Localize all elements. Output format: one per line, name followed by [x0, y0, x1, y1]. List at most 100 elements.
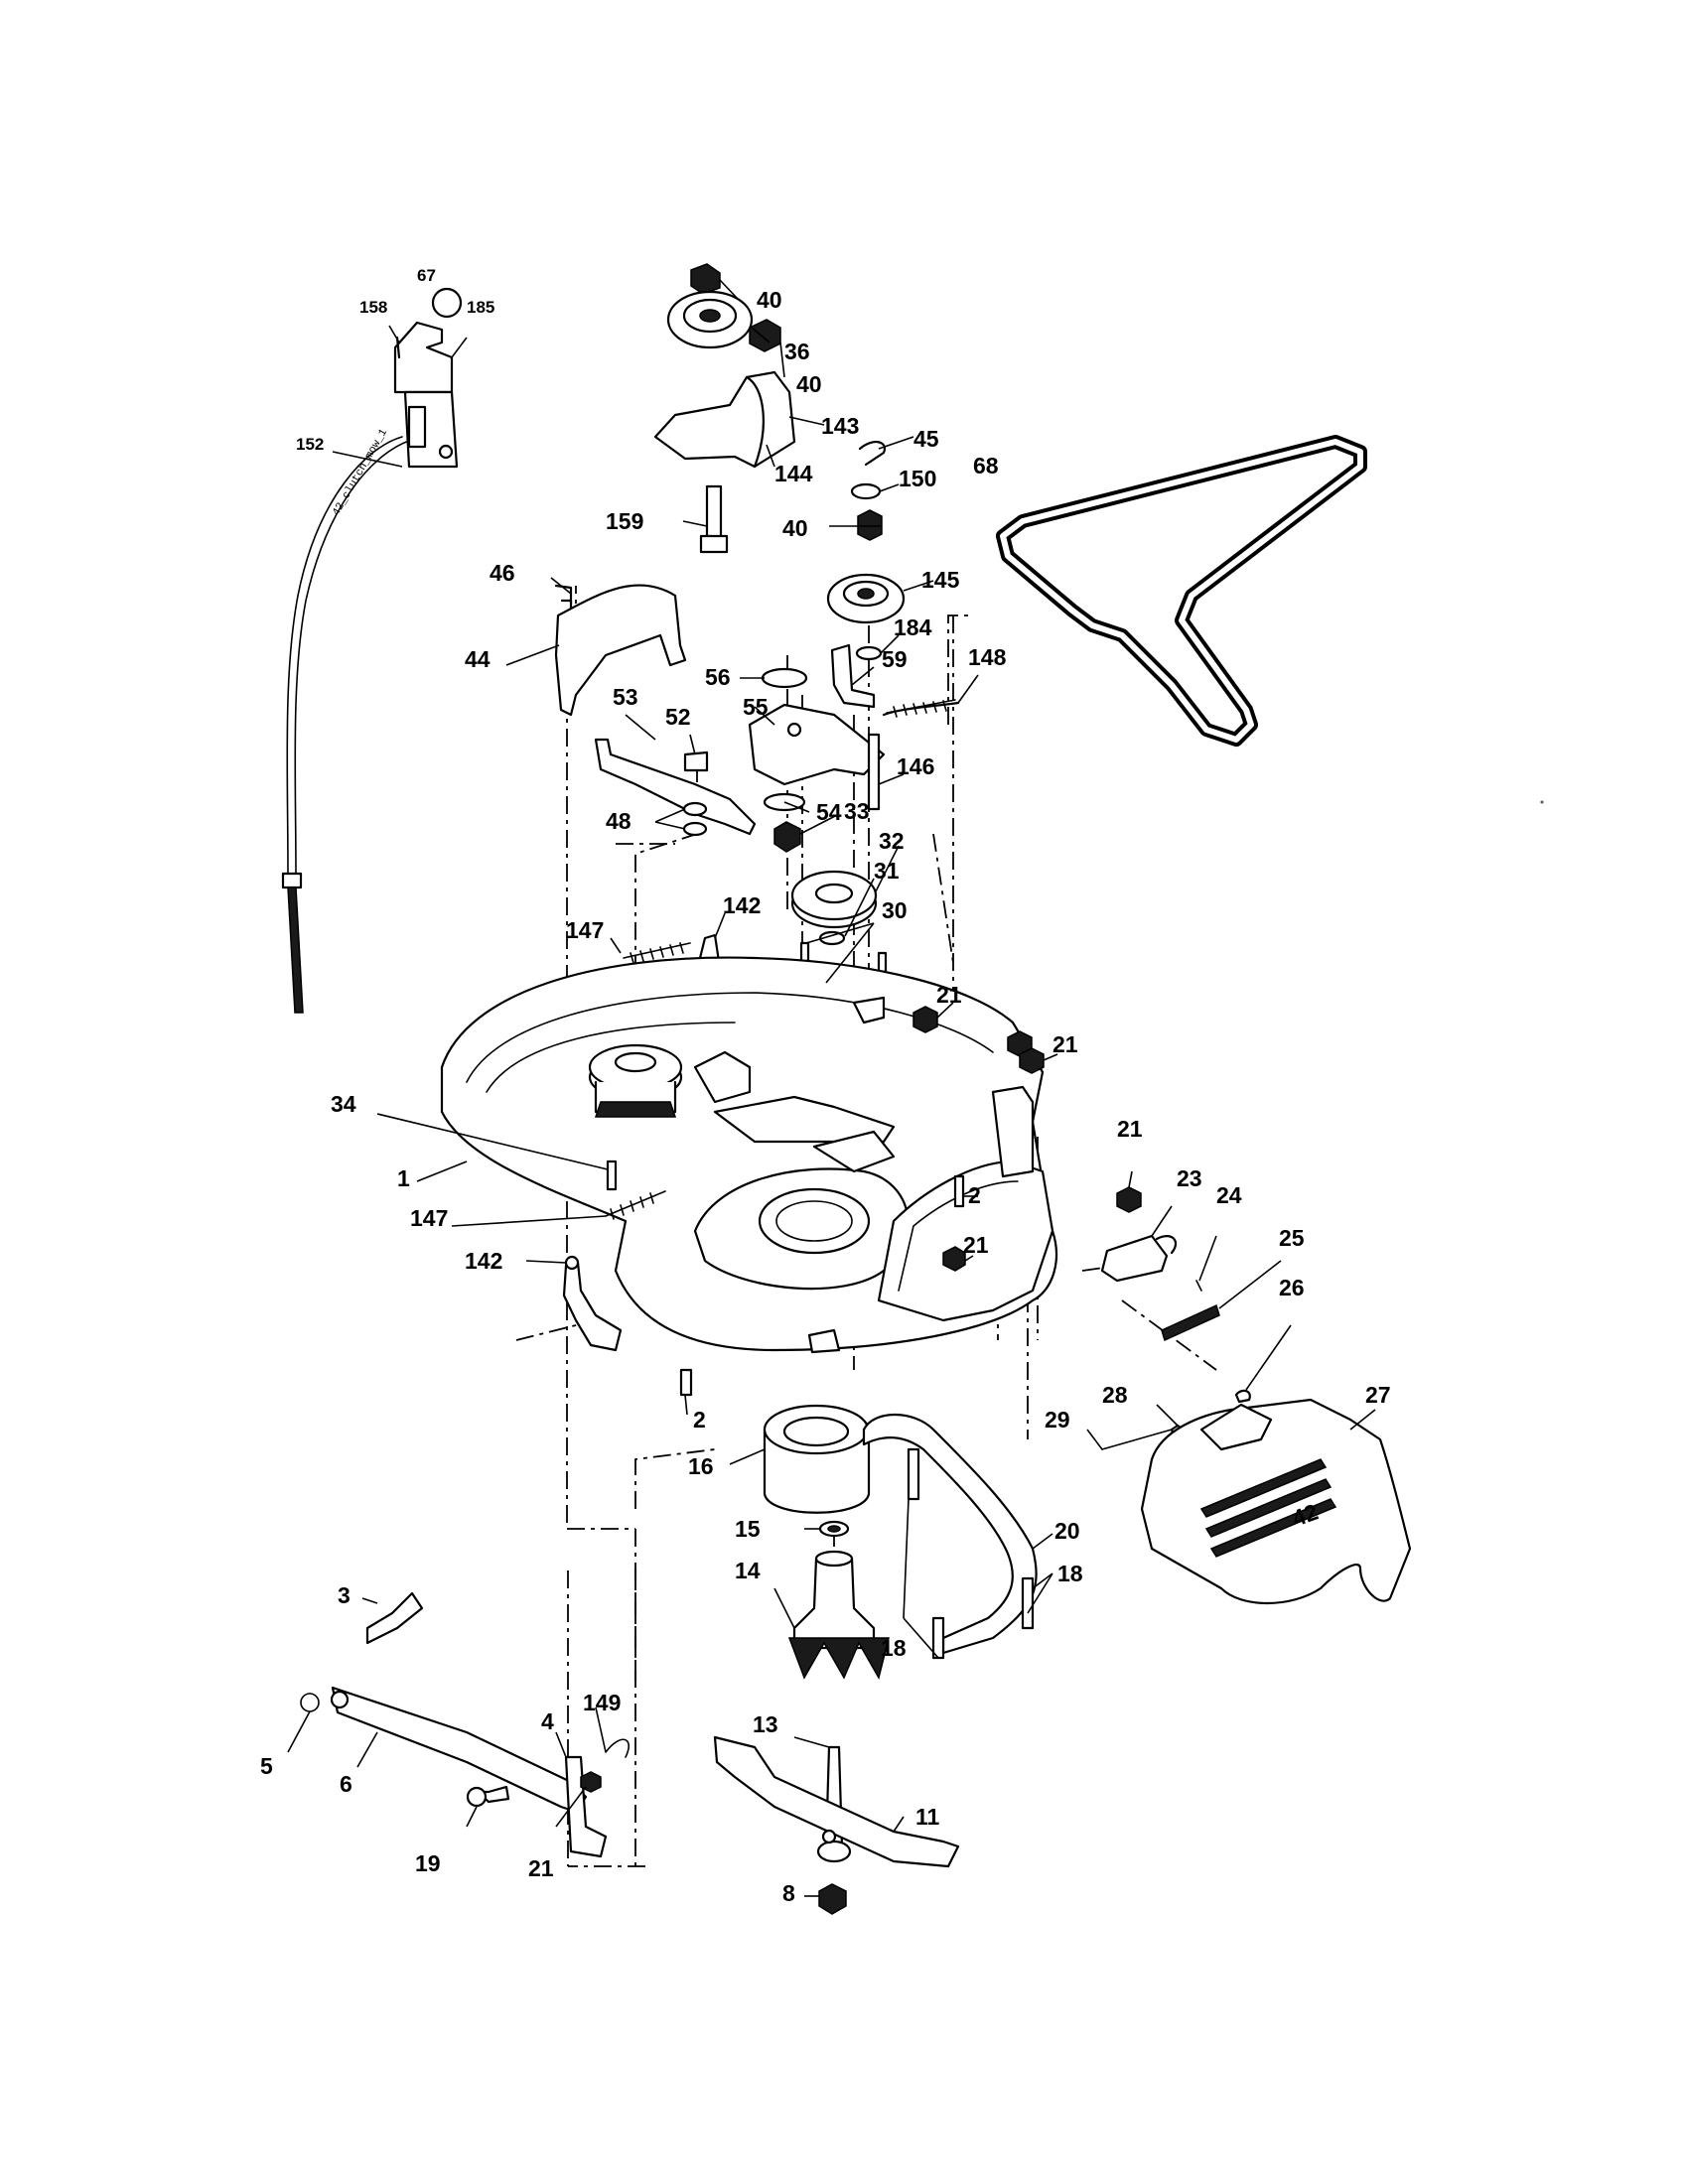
label-p1: 1	[397, 1165, 410, 1191]
label-p28: 28	[1102, 1382, 1128, 1408]
bracket-142-lower	[562, 1261, 623, 1352]
clip-5	[300, 1693, 320, 1712]
spring-147-lower	[605, 1190, 666, 1220]
washer-48a	[682, 801, 708, 817]
blade-11	[713, 1735, 960, 1915]
bolt-52	[683, 751, 709, 772]
nut-40b	[749, 319, 781, 352]
bolt-146	[867, 733, 881, 811]
nut-21a	[912, 1006, 938, 1033]
link-6	[331, 1686, 588, 1814]
spindle-housing-14	[792, 1557, 876, 1650]
label-p40b: 40	[796, 371, 822, 397]
label-p53: 53	[613, 684, 638, 710]
idler-arm-55	[748, 703, 886, 786]
deck-hardware	[562, 1006, 1045, 1397]
label-p25: 25	[1279, 1225, 1305, 1251]
discharge-chute-assembly: 42	[1100, 1186, 1412, 1604]
label-p15: 15	[735, 1516, 761, 1542]
bracket-3	[365, 1591, 424, 1645]
cable-end	[281, 872, 303, 889]
label-p20: 20	[1054, 1518, 1080, 1544]
label-p147b: 147	[410, 1205, 448, 1231]
label-p142b: 142	[465, 1248, 502, 1274]
bracket-21a	[852, 996, 886, 1024]
callout-labels: 67 158 185 152 40 36 40 143 144 45 150 6…	[260, 266, 1391, 1906]
label-p18a: 18	[1057, 1561, 1083, 1586]
bolt-8	[818, 1883, 847, 1915]
pulley-32	[790, 870, 878, 946]
label-p150: 150	[899, 466, 936, 491]
hinge-bracket-23	[1100, 1234, 1169, 1283]
idler-pulley-upper	[653, 263, 796, 554]
clutch-handle-assembly: 42_clutch_mow_1	[281, 287, 463, 1014]
label-p184: 184	[894, 614, 932, 640]
idler-arm-assembly	[748, 643, 960, 853]
cable-threaded-end	[287, 887, 304, 1014]
washer-56	[761, 667, 808, 689]
bolt-159	[705, 484, 723, 543]
cable-text: 42_clutch_mow_1	[331, 427, 390, 518]
hairpin-45	[858, 440, 887, 467]
lift-link-assembly	[300, 1591, 630, 1858]
label-p152: 152	[296, 435, 324, 454]
label-p36: 36	[784, 339, 810, 364]
bolt-18b	[931, 1616, 945, 1660]
deck-housing-1	[440, 956, 1057, 1354]
label-p23: 23	[1177, 1165, 1202, 1191]
clip-26	[1234, 1389, 1251, 1404]
label-p52: 52	[665, 704, 691, 730]
label-p142a: 142	[723, 892, 761, 918]
washer-31	[818, 930, 846, 946]
stray-dot	[1540, 800, 1544, 804]
label-p26: 26	[1279, 1275, 1305, 1300]
label-p143: 143	[821, 413, 859, 439]
washer-48b	[682, 821, 708, 837]
bolt-18a	[907, 1447, 920, 1501]
bolt-34	[606, 1160, 618, 1191]
label-p56: 56	[705, 664, 731, 690]
label-p30: 30	[882, 897, 908, 923]
label-p31: 31	[874, 858, 900, 884]
bolt-18c	[1021, 1576, 1035, 1630]
spring-149	[605, 1738, 630, 1758]
label-p21a: 21	[936, 982, 962, 1008]
nut-40c	[857, 509, 883, 541]
bracket-4	[564, 1755, 608, 1858]
label-p185: 185	[467, 298, 494, 317]
label-p40a: 40	[757, 287, 782, 313]
nut-40a	[690, 263, 721, 295]
label-p21b: 21	[1052, 1031, 1078, 1057]
label-p19: 19	[415, 1850, 441, 1876]
label-p40c: 40	[782, 515, 808, 541]
label-p5: 5	[260, 1753, 273, 1779]
knob-67	[431, 287, 463, 319]
label-p3: 3	[338, 1582, 351, 1608]
label-p14: 14	[735, 1558, 761, 1583]
label-p44: 44	[465, 646, 491, 672]
idler-pulley-right	[826, 440, 906, 661]
bolt-2a	[953, 1174, 965, 1208]
spring-25	[1161, 1303, 1220, 1342]
leader-lines	[287, 279, 1376, 1897]
label-p144: 144	[774, 461, 813, 486]
label-p13: 13	[753, 1711, 778, 1737]
washer-184	[855, 645, 883, 661]
washer-150	[850, 482, 882, 500]
label-p2b: 2	[693, 1407, 706, 1433]
spindle-assembly	[763, 1404, 890, 1863]
label-p158: 158	[359, 298, 387, 317]
bolt-2b	[679, 1368, 693, 1397]
label-p21c: 21	[1117, 1116, 1143, 1142]
handle-bracket	[393, 321, 454, 394]
deck-spindle-pulley	[588, 1043, 896, 1173]
spring-end-24	[1195, 1280, 1202, 1292]
label-p67: 67	[417, 266, 436, 285]
label-p33: 33	[844, 798, 870, 824]
label-p48: 48	[606, 808, 632, 834]
label-p68: 68	[973, 453, 999, 478]
label-p34: 34	[331, 1091, 356, 1117]
label-p32: 32	[879, 828, 905, 854]
label-p24: 24	[1216, 1182, 1242, 1208]
label-p21e: 21	[528, 1855, 554, 1881]
